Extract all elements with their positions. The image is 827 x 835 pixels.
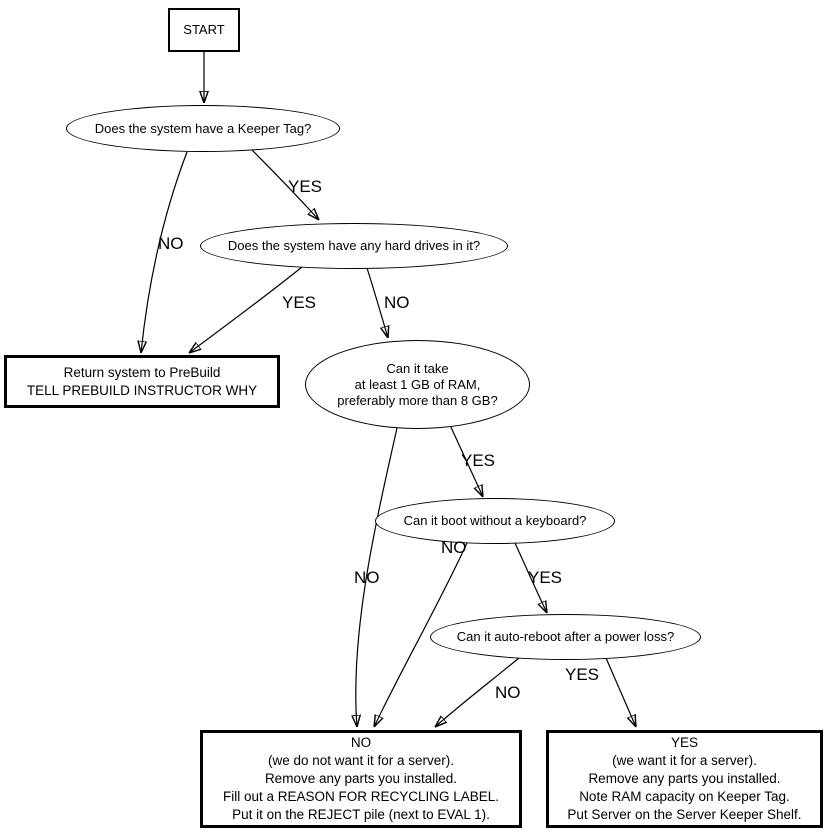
node-keep-line: YES	[670, 735, 698, 750]
edge-label-reboot-yes: YES	[565, 665, 600, 684]
node-reject-line: NO	[350, 735, 372, 750]
node-keep-line: Remove any parts you installed.	[588, 771, 781, 786]
node-keeper-tag-label: Does the system have a Keeper Tag?	[94, 120, 312, 136]
edge-label-drives-no: NO	[384, 293, 410, 312]
node-start-label: START	[183, 22, 225, 37]
edge-label-keeper-no: NO	[158, 234, 184, 253]
node-reject-line: (we do not want it for a server).	[267, 753, 455, 768]
edge-label-ram-no: NO	[354, 568, 380, 587]
node-prebuild-line: Return system to PreBuild	[63, 364, 221, 380]
edge-label-reboot-no: NO	[495, 683, 521, 702]
node-keep-line: Note RAM capacity on Keeper Tag.	[579, 789, 790, 804]
node-reject-line: Fill out a REASON FOR RECYCLING LABEL.	[222, 789, 500, 804]
node-ram-line: Can it take	[386, 360, 449, 376]
node-auto-reboot: Can it auto-reboot after a power loss?	[430, 614, 701, 660]
node-hard-drives: Does the system have any hard drives in …	[200, 223, 508, 269]
edge-reboot-yes-to-keep	[605, 657, 636, 727]
edge-label-keeper-yes: YES	[288, 177, 323, 196]
node-boot-keyboard: Can it boot without a keyboard?	[375, 498, 615, 544]
edge-label-boot-no: NO	[441, 538, 467, 557]
node-auto-reboot-label: Can it auto-reboot after a power loss?	[456, 629, 675, 644]
node-keep: YES (we want it for a server). Remove an…	[546, 730, 823, 828]
node-ram: Can it take at least 1 GB of RAM, prefer…	[305, 340, 530, 429]
edge-label-drives-yes: YES	[282, 293, 317, 312]
node-reject-line: Put it on the REJECT pile (next to EVAL …	[232, 807, 490, 822]
node-reject-line: Remove any parts you installed.	[264, 771, 458, 786]
node-prebuild: Return system to PreBuild TELL PREBUILD …	[4, 355, 280, 408]
node-start: START	[168, 8, 240, 52]
node-reject: NO (we do not want it for a server). Rem…	[200, 730, 522, 828]
node-ram-line: at least 1 GB of RAM,	[354, 376, 481, 392]
node-hard-drives-label: Does the system have any hard drives in …	[227, 238, 481, 253]
edge-label-ram-yes: YES	[461, 451, 496, 470]
node-prebuild-line: TELL PREBUILD INSTRUCTOR WHY	[26, 382, 258, 398]
node-ram-line: preferably more than 8 GB?	[337, 392, 498, 408]
node-keep-line: Put Server on the Server Keeper Shelf.	[567, 807, 802, 822]
edge-label-boot-yes: YES	[528, 568, 563, 587]
node-keeper-tag: Does the system have a Keeper Tag?	[66, 105, 340, 152]
node-boot-keyboard-label: Can it boot without a keyboard?	[403, 513, 587, 528]
node-keep-line: (we want it for a server).	[612, 753, 757, 768]
